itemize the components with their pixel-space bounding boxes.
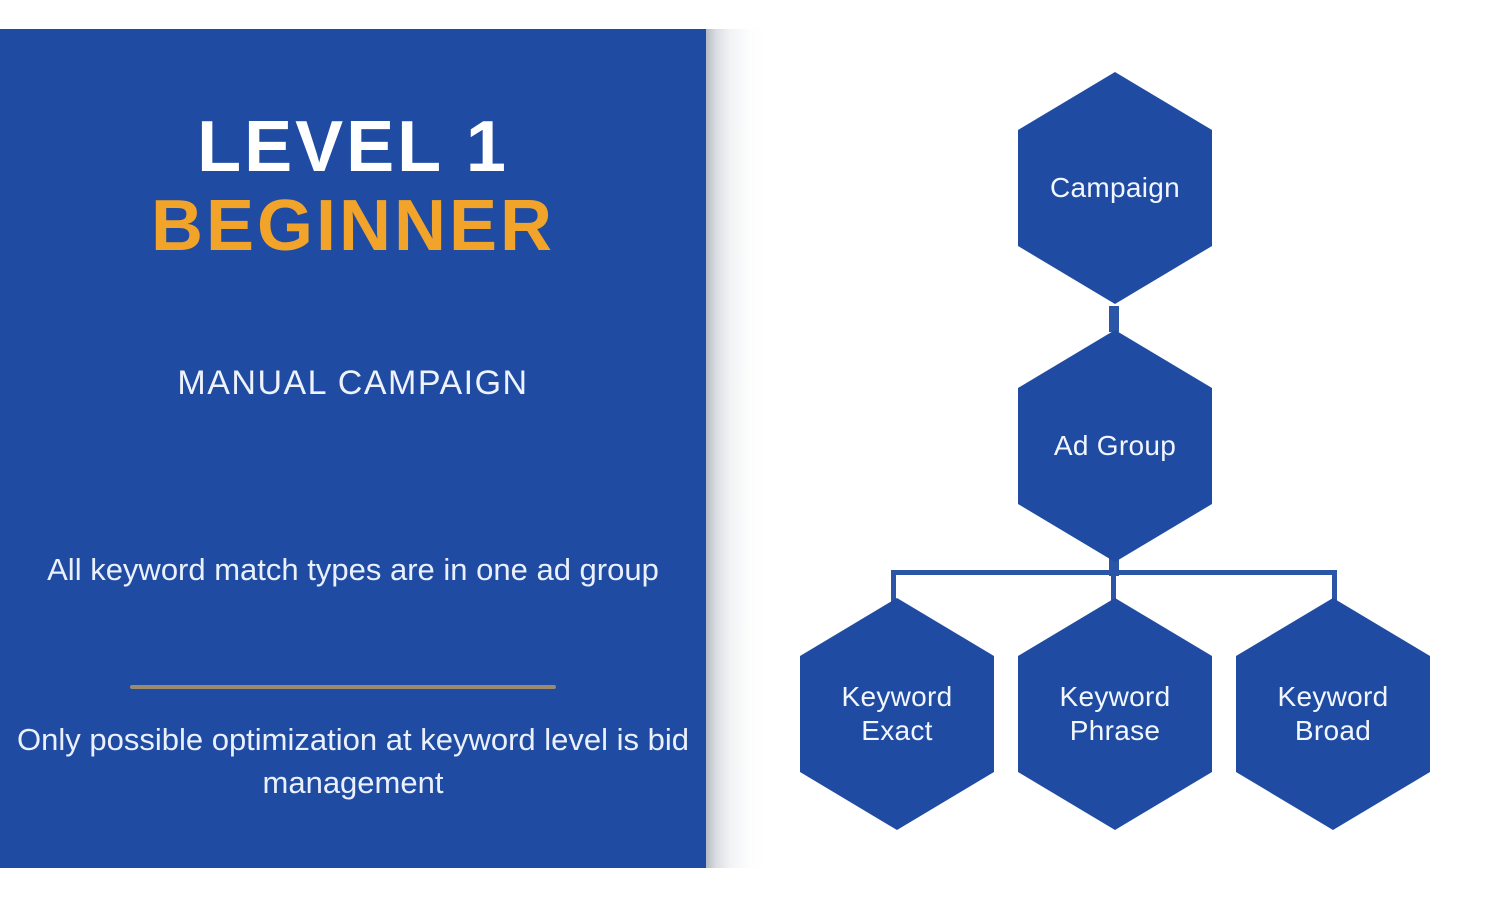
connector-drop-keyword-broad: [1332, 570, 1337, 602]
connector-adgroup-stem: [1109, 558, 1119, 576]
note-keyword-match-types: All keyword match types are in one ad gr…: [47, 552, 659, 587]
campaign-structure-diagram: Campaign Ad Group Keyword Exact Keyword …: [760, 0, 1500, 900]
panel-shadow: [706, 29, 766, 868]
node-keyword-exact-label: Keyword Exact: [841, 680, 953, 746]
node-keyword-exact[interactable]: Keyword Exact: [800, 598, 994, 830]
note-optimization: Only possible optimization at keyword le…: [17, 722, 689, 800]
node-campaign-label: Campaign: [1049, 171, 1181, 203]
level-subtitle: BEGINNER: [150, 186, 556, 267]
node-campaign[interactable]: Campaign: [1018, 72, 1212, 304]
level-info-panel: LEVEL 1 BEGINNER MANUAL CAMPAIGN All key…: [0, 29, 706, 868]
campaign-type-label: MANUAL CAMPAIGN: [177, 364, 529, 402]
level-title: LEVEL 1: [197, 107, 509, 187]
node-keyword-phrase[interactable]: Keyword Phrase: [1018, 598, 1212, 830]
connector-campaign-to-adgroup: [1109, 306, 1119, 332]
node-ad-group[interactable]: Ad Group: [1018, 330, 1212, 562]
node-keyword-broad-label: Keyword Broad: [1277, 680, 1389, 746]
connector-drop-keyword-phrase: [1111, 570, 1116, 602]
node-keyword-broad[interactable]: Keyword Broad: [1236, 598, 1430, 830]
connector-drop-keyword-exact: [891, 570, 896, 602]
panel-divider: [130, 685, 556, 689]
panel-headline: LEVEL 1 BEGINNER: [0, 107, 706, 267]
node-ad-group-label: Ad Group: [1053, 429, 1177, 461]
node-keyword-phrase-label: Keyword Phrase: [1059, 680, 1171, 746]
